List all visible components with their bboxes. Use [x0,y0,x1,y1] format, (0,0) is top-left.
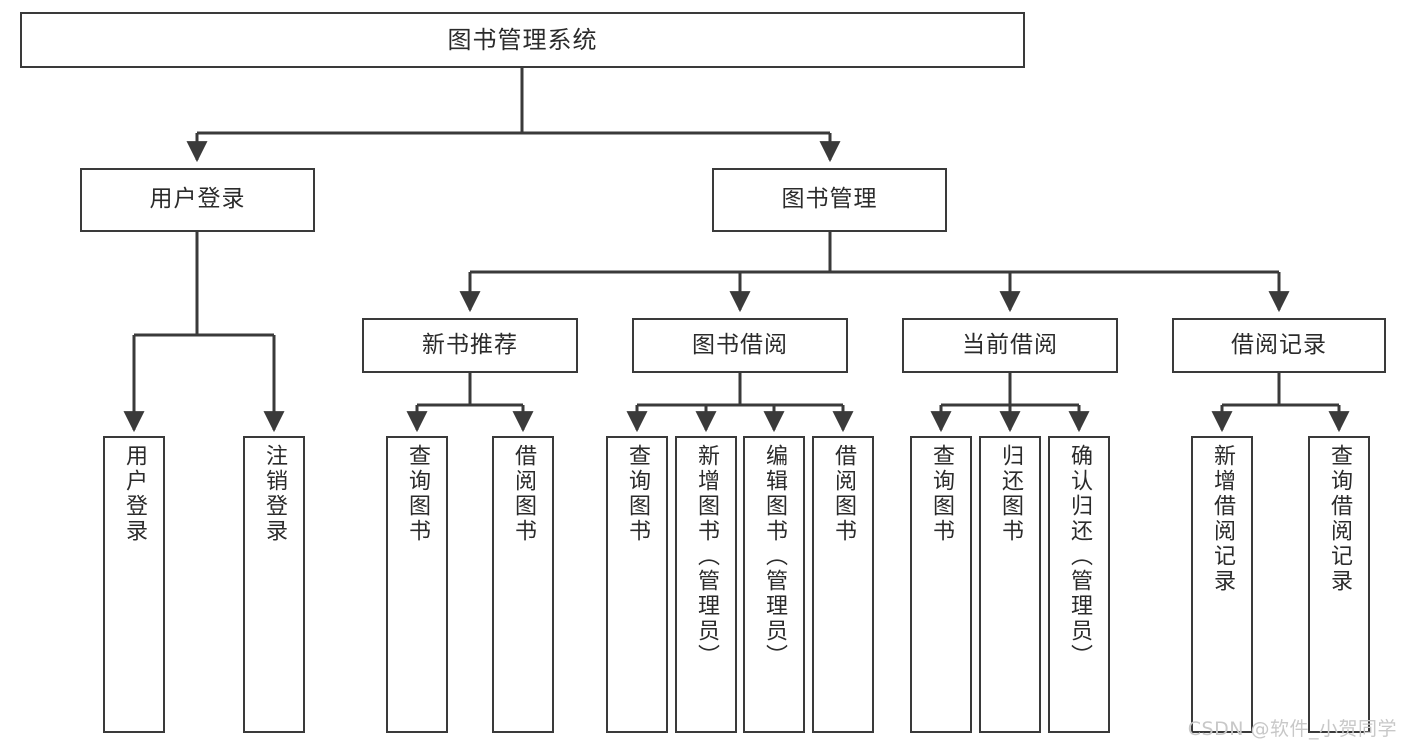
node-label: 用户登录 [122,444,147,544]
leaf-user-logout[interactable]: 注销登录 [243,436,305,733]
node-label: 图书管理 [781,186,878,213]
node-label: 归还图书 [998,444,1023,544]
node-user-login[interactable]: 用户登录 [80,168,315,232]
leaf-add-borrow-record[interactable]: 新增借阅记录 [1191,436,1253,733]
node-label: 新增借阅记录 [1210,444,1235,594]
node-label: 当前借阅 [962,331,1058,358]
leaf-borrow-book[interactable]: 借阅图书 [812,436,874,733]
node-label: 借阅图书 [511,444,536,544]
node-book-borrow[interactable]: 图书借阅 [632,318,848,373]
node-new-book-recommend[interactable]: 新书推荐 [362,318,578,373]
leaf-borrow-book-new[interactable]: 借阅图书 [492,436,554,733]
node-label: 编辑图书（管理员） [762,444,787,669]
leaf-query-borrow-record[interactable]: 查询借阅记录 [1308,436,1370,733]
node-borrow-record[interactable]: 借阅记录 [1172,318,1386,373]
leaf-query-book-new[interactable]: 查询图书 [386,436,448,733]
node-label: 查询图书 [625,444,650,544]
leaf-query-book[interactable]: 查询图书 [606,436,668,733]
leaf-return-book[interactable]: 归还图书 [979,436,1041,733]
node-label: 借阅记录 [1231,331,1327,358]
node-book-management[interactable]: 图书管理 [712,168,947,232]
node-label: 用户登录 [149,186,246,213]
leaf-edit-book-admin[interactable]: 编辑图书（管理员） [743,436,805,733]
node-current-borrow[interactable]: 当前借阅 [902,318,1118,373]
node-root-system[interactable]: 图书管理系统 [20,12,1025,68]
node-label: 借阅图书 [831,444,856,544]
node-label: 新增图书（管理员） [694,444,719,669]
leaf-user-login[interactable]: 用户登录 [103,436,165,733]
node-label: 注销登录 [262,444,287,544]
node-label: 图书借阅 [692,331,788,358]
node-label: 查询图书 [405,444,430,544]
node-label: 新书推荐 [422,331,518,358]
leaf-query-book-current[interactable]: 查询图书 [910,436,972,733]
node-label: 查询借阅记录 [1327,444,1352,594]
node-label: 图书管理系统 [447,25,598,54]
node-label: 确认归还（管理员） [1067,444,1092,669]
leaf-confirm-return-admin[interactable]: 确认归还（管理员） [1048,436,1110,733]
watermark-text: CSDN @软件_小贺同学 [1187,718,1397,740]
node-label: 查询图书 [929,444,954,544]
leaf-add-book-admin[interactable]: 新增图书（管理员） [675,436,737,733]
